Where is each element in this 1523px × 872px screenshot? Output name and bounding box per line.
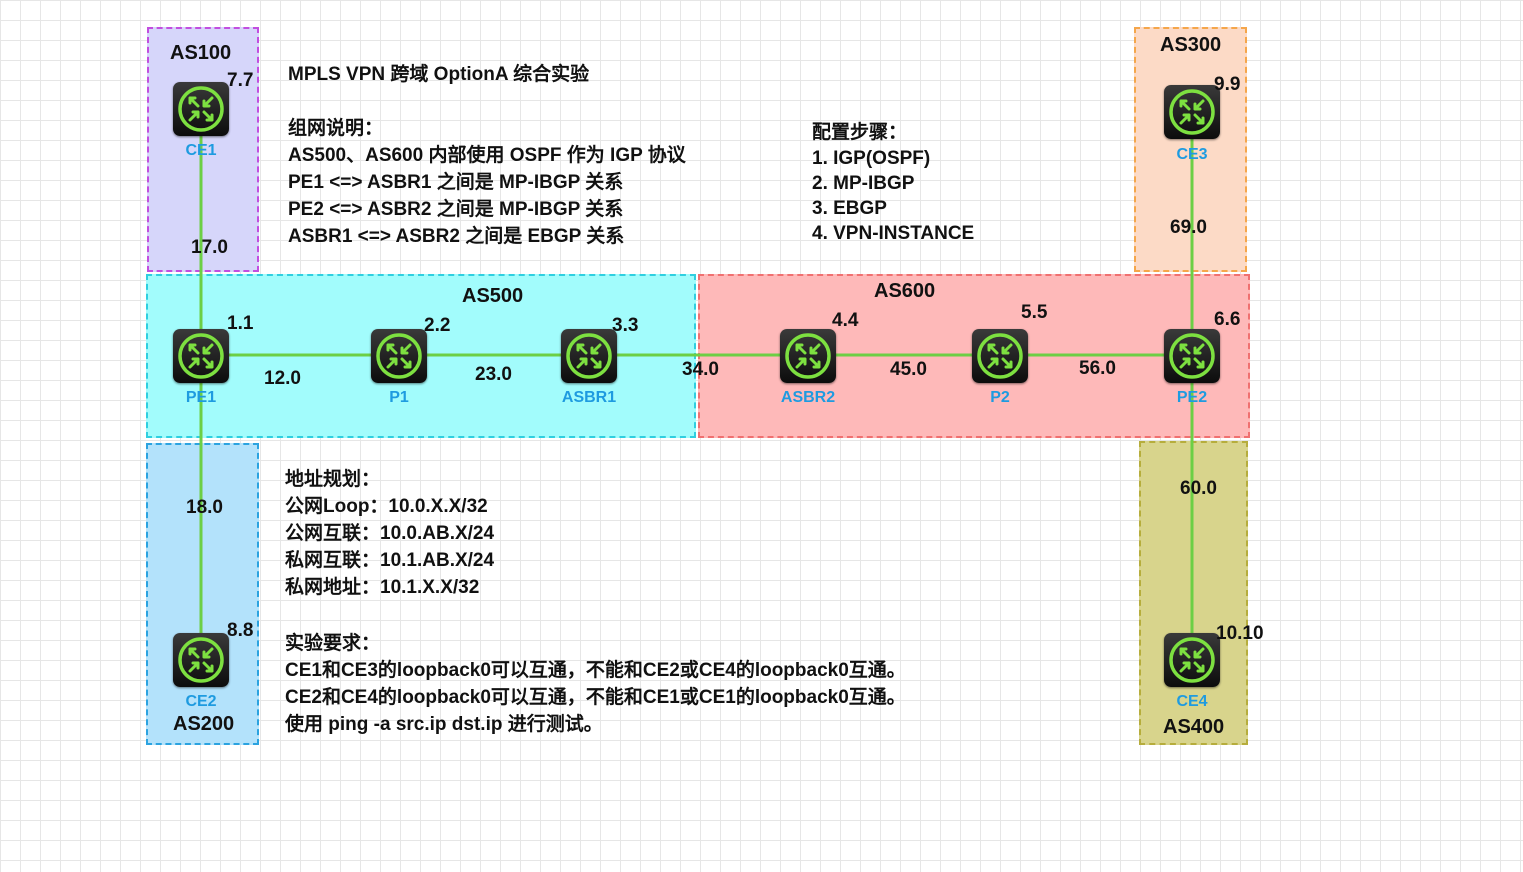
device-name-p2: P2 (990, 389, 1010, 406)
requirement-line: CE1和CE3的loopback0可以互通，不能和CE2或CE4的loopbac… (285, 660, 906, 681)
link-label-asbr1-asbr2: 34.0 (682, 359, 719, 380)
network-desc-line: PE1 <=> ASBR1 之间是 MP-IBGP 关系 (288, 172, 624, 193)
config-step: 2. MP-IBGP (812, 173, 915, 194)
address-plan: 地址规划： 公网Loop：10.0.X.X/32 公网互联：10.0.AB.X/… (285, 466, 494, 601)
requirement-line: CE2和CE4的loopback0可以互通，不能和CE1或CE1的loopbac… (285, 687, 906, 708)
link-label-ce3-pe2: 69.0 (1170, 217, 1207, 238)
device-name-asbr2: ASBR2 (780, 389, 836, 406)
router-icon-ce4[interactable] (1164, 633, 1220, 687)
config-step: 4. VPN-INSTANCE (812, 223, 975, 244)
link-label-ce4-pe2: 60.0 (1180, 478, 1217, 499)
address-plan-line: 私网地址：10.1.X.X/32 (285, 577, 480, 598)
device-name-p1: P1 (389, 389, 409, 406)
config-step: 1. IGP(OSPF) (812, 148, 931, 169)
device-addr-asbr1: 3.3 (612, 315, 639, 336)
device-addr-p2: 5.5 (1021, 302, 1048, 323)
router-glyph-icon (977, 333, 1023, 379)
network-description: MPLS VPN 跨域 OptionA 综合实验 组网说明： AS500、AS6… (288, 61, 686, 250)
device-addr-pe2: 6.6 (1214, 309, 1241, 330)
link-label-asbr2-p2: 45.0 (890, 359, 927, 380)
router-glyph-icon (376, 333, 422, 379)
requirements-heading: 实验要求： (285, 633, 381, 654)
as200-label: AS200 (173, 713, 235, 735)
device-addr-pe1: 1.1 (227, 313, 254, 334)
requirement-line: 使用 ping -a src.ip dst.ip 进行测试。 (285, 714, 603, 735)
link-label-ce1-pe1: 17.0 (191, 237, 228, 258)
router-glyph-icon (178, 333, 224, 379)
as300-label: AS300 (1160, 34, 1222, 56)
link-label-p1-asbr1: 23.0 (475, 364, 512, 385)
device-addr-p1: 2.2 (424, 315, 451, 336)
address-plan-line: 私网互联：10.1.AB.X/24 (285, 550, 495, 571)
as100-label: AS100 (170, 42, 232, 64)
device-name-ce2: CE2 (185, 693, 217, 710)
config-step: 3. EBGP (812, 198, 887, 219)
diagram-title: MPLS VPN 跨域 OptionA 综合实验 (288, 64, 590, 85)
router-icon-ce3[interactable] (1164, 85, 1220, 139)
device-addr-ce4: 10.10 (1216, 623, 1264, 644)
device-addr-asbr2: 4.4 (832, 310, 859, 331)
device-name-ce4: CE4 (1176, 693, 1208, 710)
as500-label: AS500 (462, 285, 524, 307)
config-steps: 配置步骤： 1. IGP(OSPF) 2. MP-IBGP 3. EBGP 4.… (812, 120, 974, 246)
link-label-ce2-pe1: 18.0 (186, 497, 223, 518)
router-icon-p2[interactable] (972, 329, 1028, 383)
address-plan-line: 公网Loop：10.0.X.X/32 (285, 496, 488, 517)
as600-label: AS600 (874, 280, 936, 302)
device-name-ce3: CE3 (1176, 146, 1208, 163)
router-icon-pe2[interactable] (1164, 329, 1220, 383)
device-name-pe1: PE1 (185, 389, 217, 406)
device-name-pe2: PE2 (1176, 389, 1208, 406)
network-desc-line: ASBR1 <=> ASBR2 之间是 EBGP 关系 (288, 226, 625, 247)
address-plan-heading: 地址规划： (285, 469, 381, 490)
device-addr-ce1: 7.7 (227, 70, 254, 91)
router-glyph-icon (178, 86, 224, 132)
lab-requirements: 实验要求： CE1和CE3的loopback0可以互通，不能和CE2或CE4的l… (285, 630, 906, 738)
router-icon-ce2[interactable] (173, 633, 229, 687)
link-label-p2-pe2: 56.0 (1079, 358, 1116, 379)
as400-label: AS400 (1163, 716, 1225, 738)
router-glyph-icon (566, 333, 612, 379)
router-glyph-icon (1169, 333, 1215, 379)
network-desc-line: PE2 <=> ASBR2 之间是 MP-IBGP 关系 (288, 199, 624, 220)
address-plan-line: 公网互联：10.0.AB.X/24 (285, 523, 495, 544)
router-icon-ce1[interactable] (173, 82, 229, 136)
router-icon-pe1[interactable] (173, 329, 229, 383)
router-glyph-icon (178, 637, 224, 683)
router-glyph-icon (1169, 89, 1215, 135)
router-icon-asbr1[interactable] (561, 329, 617, 383)
router-icon-asbr2[interactable] (780, 329, 836, 383)
network-desc-line: AS500、AS600 内部使用 OSPF 作为 IGP 协议 (288, 145, 686, 166)
device-name-asbr1: ASBR1 (561, 389, 617, 406)
as100-region (147, 27, 259, 272)
link-label-pe1-p1: 12.0 (264, 368, 301, 389)
device-addr-ce2: 8.8 (227, 620, 254, 641)
config-steps-heading: 配置步骤： (812, 122, 908, 143)
router-icon-p1[interactable] (371, 329, 427, 383)
network-desc-heading: 组网说明： (288, 118, 384, 139)
router-glyph-icon (785, 333, 831, 379)
router-glyph-icon (1169, 637, 1215, 683)
device-addr-ce3: 9.9 (1214, 74, 1241, 95)
device-name-ce1: CE1 (185, 142, 217, 159)
